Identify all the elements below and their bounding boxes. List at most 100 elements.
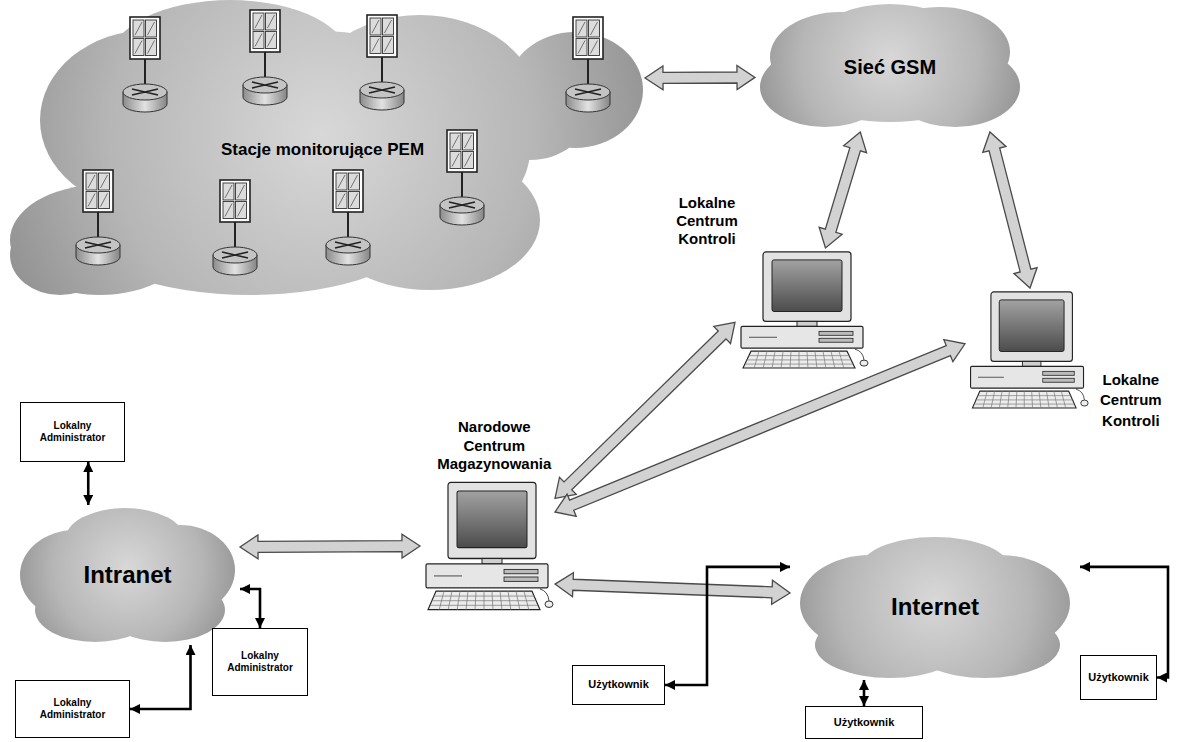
computer-label: Lokalne Centrum Kontroli: [676, 194, 738, 248]
monitoring-station: [123, 17, 167, 112]
node-text: Użytkownik: [1088, 671, 1149, 684]
panel-cell: [370, 18, 381, 35]
panel-hatch: [148, 22, 155, 35]
panel-hatch: [372, 39, 379, 52]
panel-cell: [463, 152, 474, 169]
monitoring-station: [440, 130, 484, 225]
panel-hatch: [338, 175, 345, 188]
panel-hatch: [385, 39, 392, 52]
panel-hatch: [351, 175, 358, 188]
panel-cell: [86, 173, 97, 190]
monitoring-station: [213, 180, 257, 275]
computer-icon: [735, 248, 870, 372]
panel-cell: [450, 133, 461, 150]
node-text: Sieć GSM: [844, 55, 936, 79]
panel-hatch: [225, 204, 232, 217]
solar-panel: [220, 180, 250, 222]
drive-slot: [819, 338, 853, 342]
panel-hatch: [351, 194, 358, 207]
panel-hatch: [101, 194, 108, 207]
panel-hatch: [238, 185, 245, 198]
solar-panel: [333, 170, 363, 212]
cloud-lobe: [110, 0, 350, 120]
panel-cell: [99, 192, 110, 209]
panel-cell: [266, 32, 277, 49]
panel-cell: [133, 20, 144, 37]
cloud-lobe: [320, 150, 540, 290]
router-arrows: [132, 89, 158, 95]
node-text: Użytkownik: [588, 678, 649, 691]
panel-cell: [99, 173, 110, 190]
link-arrow: [240, 589, 260, 628]
mouse-cord: [1076, 389, 1084, 400]
panel-cell: [236, 183, 247, 200]
node-text: Intranet: [83, 561, 171, 590]
router-arrows: [335, 242, 361, 248]
monitoring-station: [566, 17, 610, 112]
router-arrows: [449, 202, 475, 208]
link-arrow: [863, 680, 866, 706]
keyboard-keys: [974, 391, 1074, 408]
panel-cell: [336, 173, 347, 190]
admin-box: Lokalny Administrator: [15, 680, 130, 738]
panel-hatch: [591, 41, 598, 54]
station-cloud: Stacje monitorujące PEM: [0, 0, 645, 300]
node-text: Lokalny Administrator: [33, 420, 113, 444]
internet-cloud: Internet: [790, 535, 1080, 680]
mouse: [545, 601, 553, 608]
user-box: Użytkownik: [572, 665, 665, 705]
mouse-cord: [540, 589, 549, 601]
control-center-computer: Lokalne Centrum Kontroli: [735, 248, 870, 372]
panel-cell: [370, 37, 381, 54]
panel-cell: [223, 183, 234, 200]
node-text: Lokalne Centrum Kontroli: [676, 194, 738, 248]
router-top: [566, 84, 610, 100]
keyboard: [428, 591, 540, 609]
computer-icon: [420, 478, 555, 614]
cloud-lobe: [910, 612, 1060, 678]
panel-hatch: [591, 22, 598, 35]
cloud-lobe: [105, 578, 225, 642]
cloud-lobe: [860, 537, 1010, 601]
link-arrow: [665, 567, 790, 685]
solar-panel: [130, 17, 160, 59]
computer-label: Lokalne Centrum Kontroli: [1100, 370, 1162, 431]
panel-cell: [589, 20, 600, 37]
panel-cell: [86, 192, 97, 209]
system-unit: [741, 326, 863, 348]
router-top: [360, 82, 404, 98]
drive-slot: [1043, 378, 1074, 382]
block-arrow: [645, 65, 755, 89]
router-arrows: [222, 252, 248, 258]
router-arrows: [85, 242, 111, 248]
panel-cell: [383, 37, 394, 54]
solar-panel: [573, 17, 603, 59]
monitoring-station: [76, 170, 120, 265]
monitor-case: [448, 482, 536, 558]
keyboard: [743, 351, 855, 368]
panel-hatch: [148, 41, 155, 54]
mouse-cord: [855, 349, 864, 360]
drive-slot: [504, 577, 538, 581]
panel-cell: [236, 202, 247, 219]
panel-cell: [349, 192, 360, 209]
unit-detail: [434, 575, 462, 576]
node-text: Użytkownik: [834, 716, 895, 729]
drive-slot: [819, 331, 853, 335]
panel-cell: [349, 173, 360, 190]
mouse: [860, 360, 868, 366]
panel-hatch: [135, 22, 142, 35]
panel-hatch: [101, 175, 108, 188]
intranet-cloud: Intranet: [15, 505, 240, 645]
panel-cell: [133, 39, 144, 56]
panel-cell: [223, 202, 234, 219]
keyboard-keys: [745, 351, 853, 368]
panel-hatch: [88, 175, 95, 188]
user-box: Użytkownik: [805, 706, 923, 739]
node-text: Narodowe Centrum Magazynowania: [437, 418, 551, 474]
monitor-case: [763, 252, 851, 321]
link-arrow: [130, 645, 191, 709]
solar-panel: [367, 15, 397, 57]
panel-cell: [589, 39, 600, 56]
monitor-neck: [797, 321, 817, 326]
